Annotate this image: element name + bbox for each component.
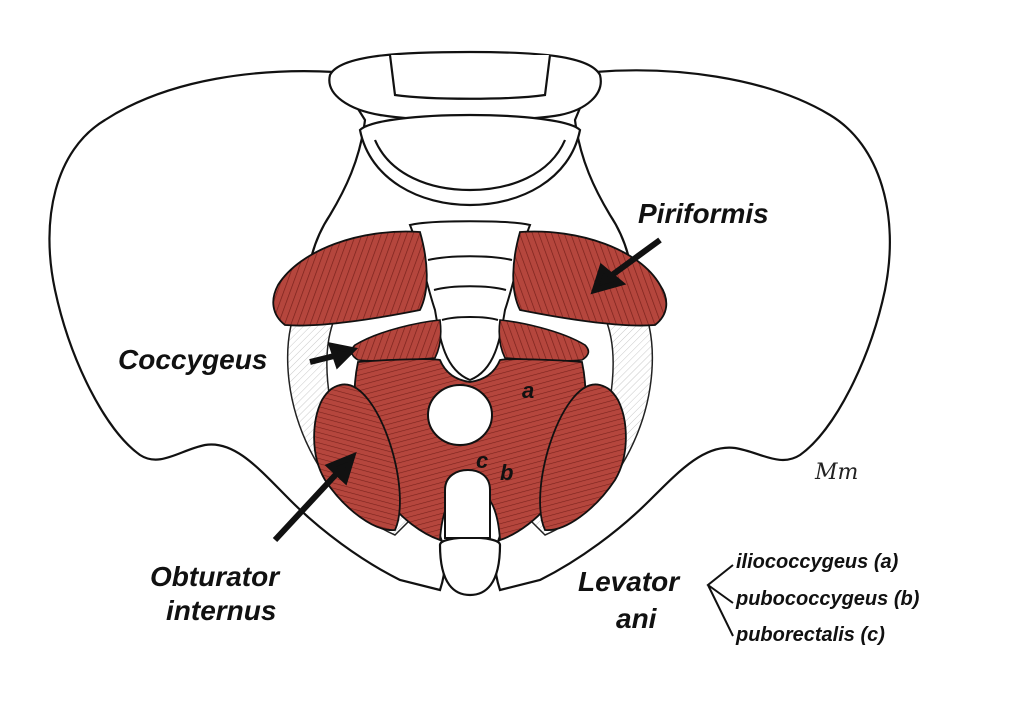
artist-signature: Mm	[815, 460, 859, 485]
label-obturator-line1: Obturator	[150, 561, 280, 592]
letter-b: b	[500, 460, 514, 485]
label-levator-line1: Levator	[578, 566, 680, 597]
label-iliococcygeus: iliococcygeus (a)	[736, 551, 899, 573]
label-pubococcygeus: pubococcygeus (b)	[736, 588, 920, 610]
label-coccygeus: Coccygeus	[118, 344, 268, 375]
label-obturator-line2: internus	[166, 595, 277, 626]
label-puborectalis: puborectalis (c)	[736, 624, 885, 646]
obturator-arrow	[272, 467, 343, 543]
piriformis-left	[272, 230, 428, 327]
sacrum-coccyx	[408, 220, 532, 382]
arrows	[272, 237, 662, 543]
letter-c: c	[476, 448, 489, 473]
piriformis-arrow	[606, 237, 662, 281]
urogenital-opening	[444, 468, 491, 539]
anal-opening	[427, 384, 493, 446]
levator-bracket	[706, 564, 734, 637]
coccygeus-right	[498, 319, 590, 362]
label-piriformis: Piriformis	[638, 198, 769, 229]
piriformis-right	[512, 230, 668, 327]
obturator-internus-right	[539, 383, 627, 531]
letter-a: a	[522, 378, 535, 403]
label-levator-line2: ani	[616, 603, 657, 634]
obturator-internus-left	[313, 383, 401, 531]
coccygeus-left	[350, 319, 442, 362]
